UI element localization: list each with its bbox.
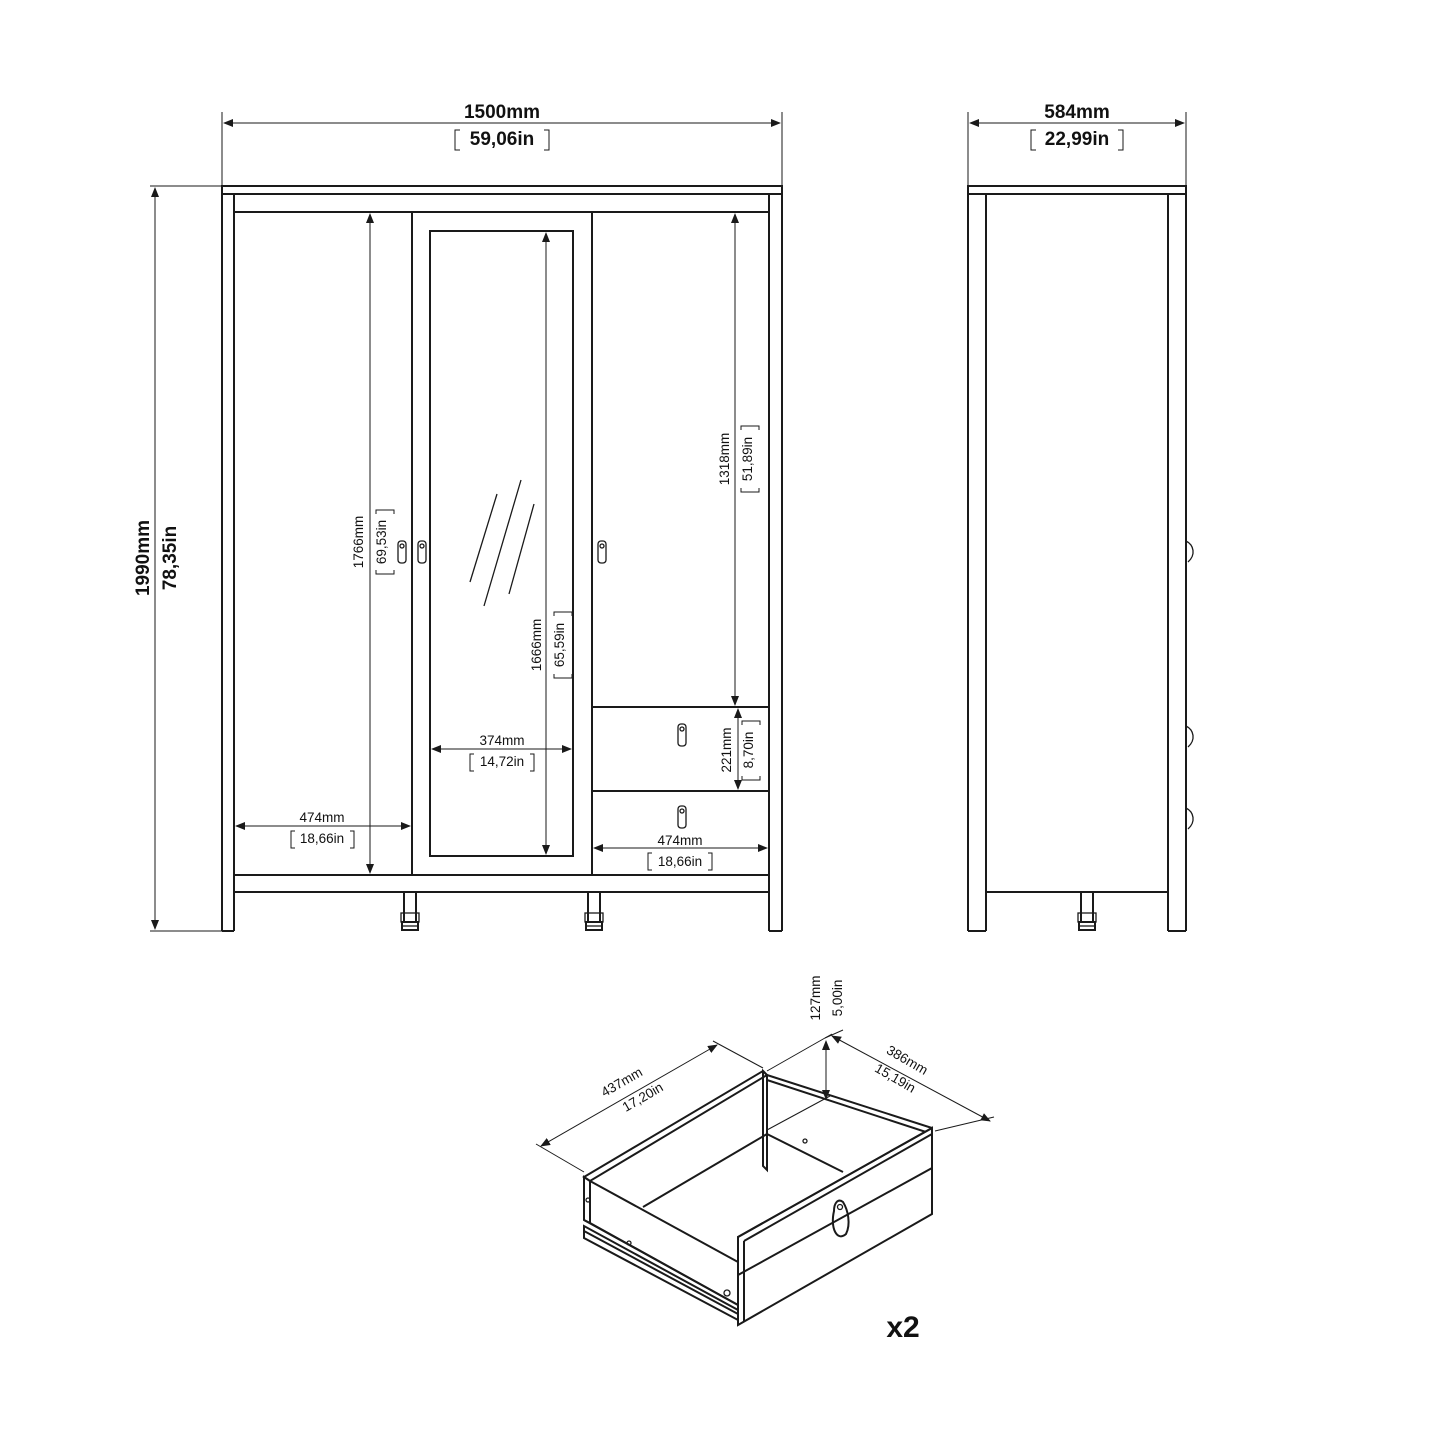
front-view: 1500mm 59,06in 1990mm 78,35in (133, 102, 783, 932)
left-door-height-dimension: 1766mm 69,53in (351, 213, 395, 874)
mirror-width-dimension: 374mm 14,72in (431, 733, 572, 772)
lower-drawer (591, 790, 770, 876)
right-door-handle (597, 540, 607, 564)
left-door-width-mm: 474mm (299, 810, 344, 825)
overall-width-in: 59,06in (470, 129, 534, 150)
overall-width-dimension: 1500mm 59,06in (221, 102, 783, 186)
right-compartment-height-in: 51,89in (740, 437, 755, 481)
side-view: 584mm 22,99in (967, 102, 1194, 932)
left-door-width-dimension: 474mm 18,66in (235, 810, 411, 849)
mirror-height-in: 65,59in (552, 623, 567, 667)
lower-drawer-handle (677, 805, 687, 829)
drawer-front-height-mm: 221mm (719, 727, 734, 772)
mirror-reflection-lines (469, 479, 535, 607)
left-door-handle (397, 540, 407, 564)
drawer-iso-height-in: 5,00in (830, 980, 845, 1017)
left-door-height-mm: 1766mm (351, 516, 366, 569)
side-handles (1185, 540, 1194, 830)
mirror-door: 1666mm 65,59in 374mm 14,72in (411, 211, 593, 876)
overall-height-mm: 1990mm (133, 520, 154, 596)
left-door: 1766mm 69,53in 474mm 18,66in (233, 211, 413, 876)
drawer-depth-iso-dimension: 386mm 15,19in (824, 1029, 995, 1132)
mirror-width-in: 14,72in (480, 754, 524, 769)
drawer-isometric: 437mm 17,20in 386mm 15,19in 127mm 5,00in… (535, 975, 995, 1344)
depth-dimension: 584mm 22,99in (967, 102, 1187, 186)
side-foot (1077, 891, 1097, 931)
right-compartment-height-dimension: 1318mm 51,89in (717, 213, 760, 706)
drawer-front-height-dimension: 221mm 8,70in (719, 708, 761, 790)
overall-height-dimension: 1990mm 78,35in (133, 185, 222, 932)
drawer-height-iso-dimension: 127mm 5,00in (766, 975, 845, 1131)
left-door-width-in: 18,66in (300, 831, 344, 846)
side-carcass (967, 185, 1187, 932)
drawer-quantity: x2 (886, 1311, 919, 1344)
drawer-width-dimension: 474mm 18,66in (593, 833, 768, 871)
mirror-door-handle (417, 540, 427, 564)
mirror-width-mm: 374mm (479, 733, 524, 748)
right-compartment-height-mm: 1318mm (717, 433, 732, 486)
upper-drawer-handle (677, 723, 687, 747)
foot (584, 891, 604, 931)
drawer-width-iso-dimension: 437mm 17,20in (535, 1040, 764, 1173)
mirror-height-dimension: 1666mm 65,59in (529, 232, 573, 855)
depth-mm: 584mm (1044, 102, 1110, 123)
foot (400, 891, 420, 931)
drawer-width-in: 18,66in (658, 854, 702, 869)
depth-in: 22,99in (1045, 129, 1109, 150)
drawer-iso-height-mm: 127mm (808, 975, 823, 1020)
drawer-front-handle (831, 1199, 850, 1238)
overall-height-in: 78,35in (160, 526, 181, 590)
overall-width-mm: 1500mm (464, 102, 540, 123)
right-door: 1318mm 51,89in (591, 211, 770, 708)
drawer-width-mm: 474mm (657, 833, 702, 848)
mirror-height-mm: 1666mm (529, 619, 544, 672)
front-feet (400, 891, 604, 931)
front-drawers: 221mm 8,70in 474mm 18,66in (591, 706, 770, 876)
left-door-height-in: 69,53in (374, 520, 389, 564)
drawer-front-height-in: 8,70in (741, 732, 756, 769)
